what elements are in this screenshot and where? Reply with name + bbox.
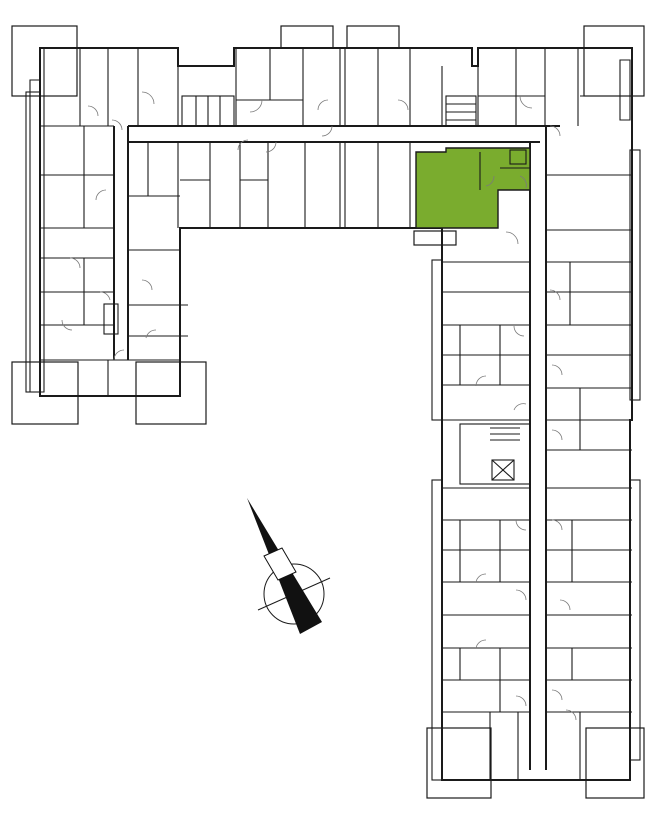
highlighted-apartment bbox=[415, 147, 531, 229]
interior-walls bbox=[40, 48, 632, 780]
north-arrow-icon bbox=[247, 498, 331, 634]
exterior-walls bbox=[25, 47, 641, 781]
balconies bbox=[11, 25, 645, 799]
door-swings bbox=[61, 91, 577, 721]
